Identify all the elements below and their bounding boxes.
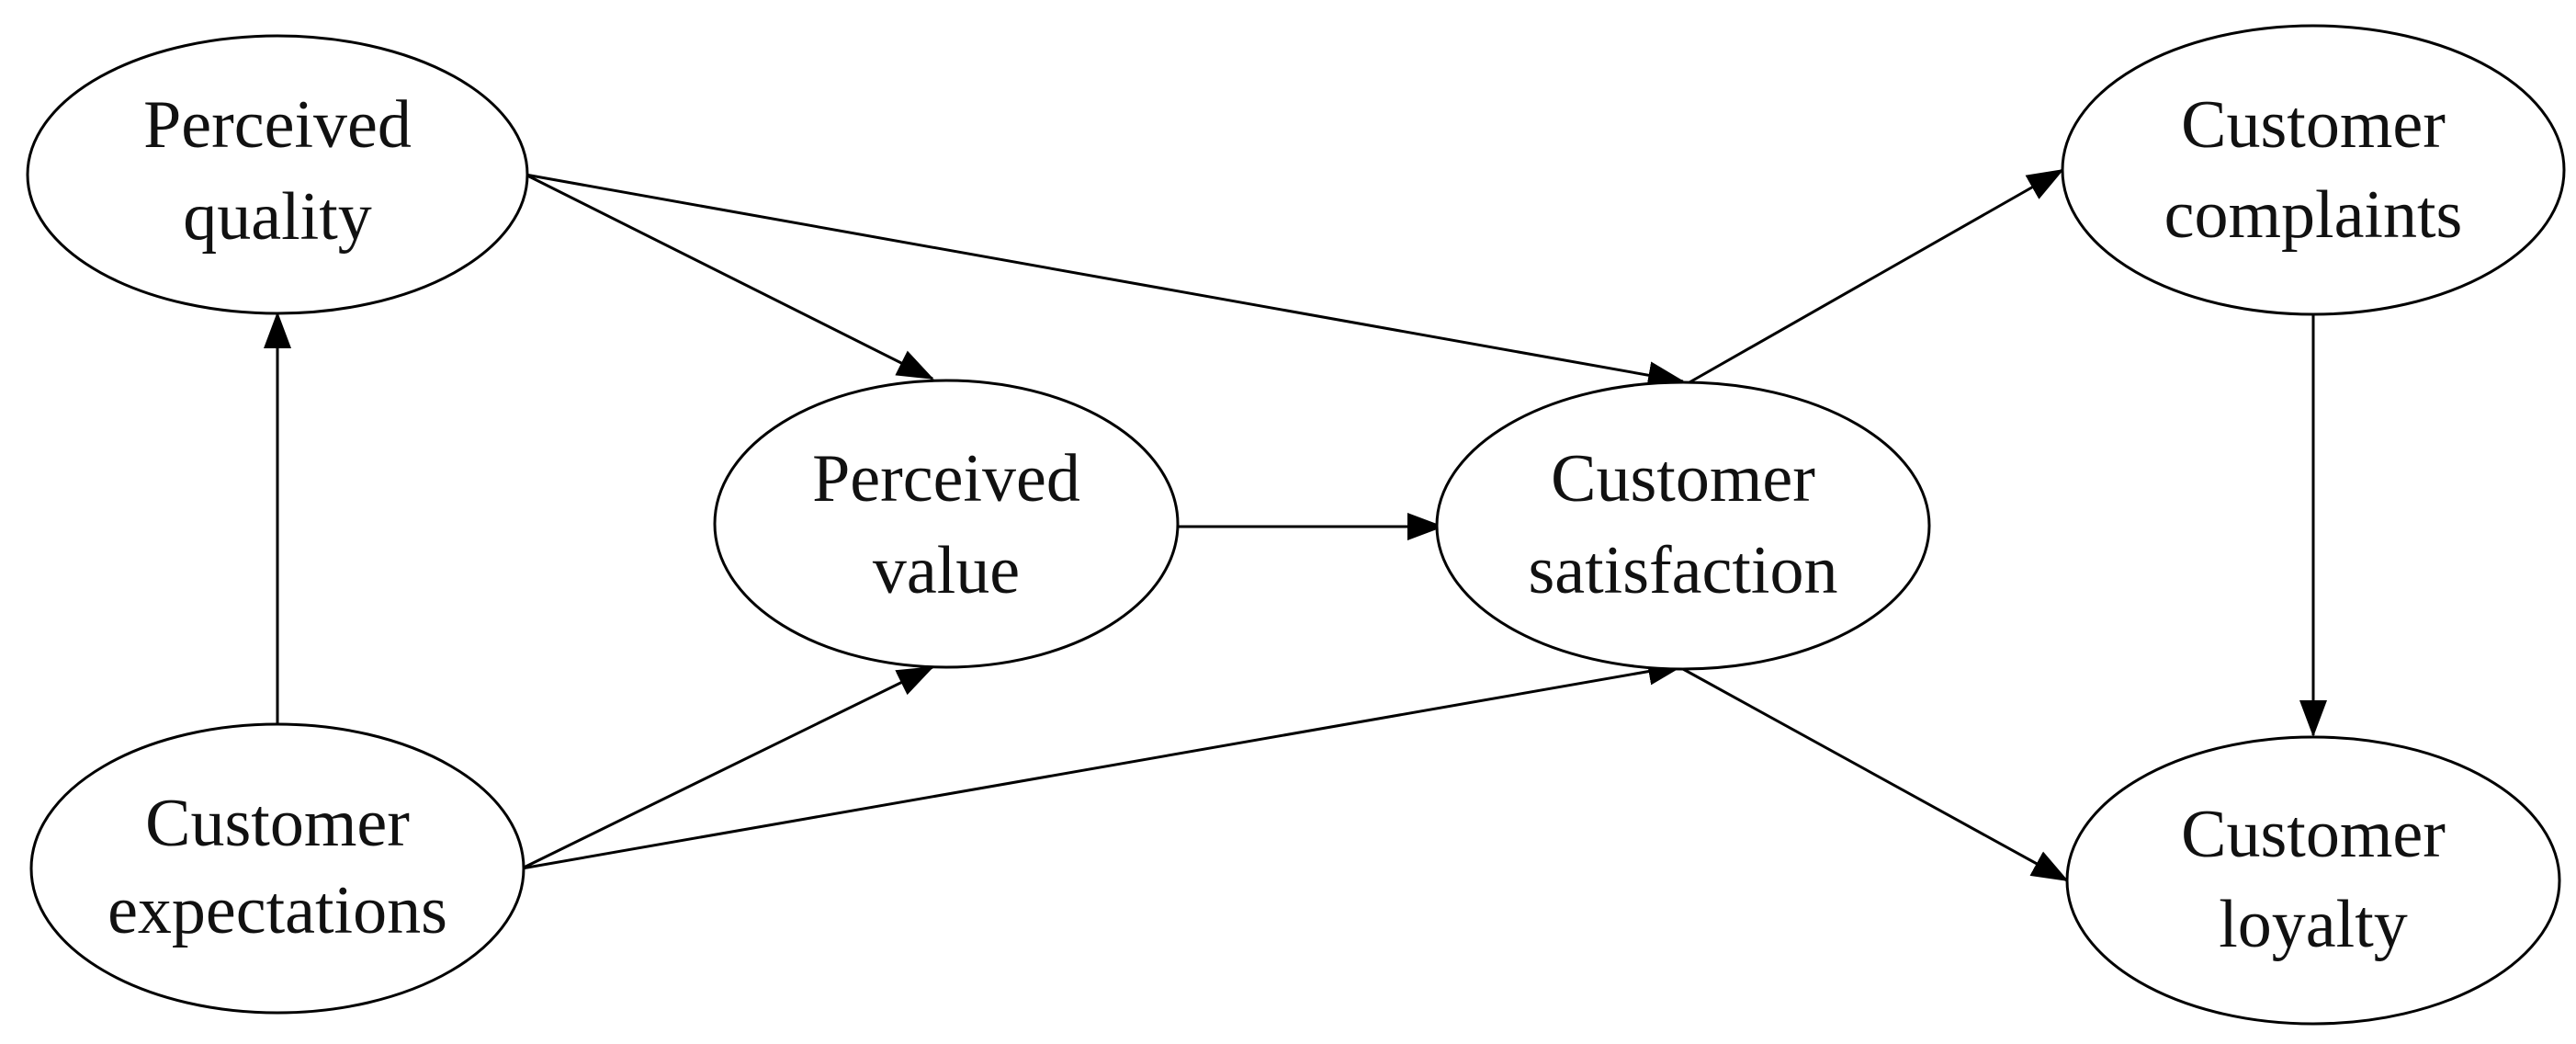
edge-satisfaction-to-loyalty [1682, 667, 2069, 882]
edge-satisfaction-to-complaints [1682, 168, 2064, 388]
node-perceived-quality-line1: Perceived [143, 87, 412, 163]
node-perceived-quality-ellipse [26, 34, 529, 315]
edge-expectations-to-value [521, 665, 934, 870]
node-customer-satisfaction-line2: satisfaction [1528, 533, 1837, 608]
edge-quality-to-satisfaction [525, 173, 1685, 390]
node-customer-loyalty: Customer loyalty [2065, 735, 2561, 1026]
node-customer-complaints-line1: Customer [2181, 87, 2446, 163]
edge-quality-to-value [525, 173, 934, 380]
node-customer-complaints-ellipse [2061, 24, 2566, 316]
edge-layer [264, 168, 2327, 882]
node-customer-complaints-line2: complaints [2164, 177, 2463, 253]
node-customer-expectations-line1: Customer [145, 786, 410, 861]
node-customer-loyalty-line1: Customer [2181, 797, 2446, 872]
edge-expectations-to-satisfaction [521, 657, 1685, 870]
node-customer-expectations: Customer expectations [29, 722, 525, 1015]
node-customer-complaints: Customer complaints [2061, 24, 2566, 316]
node-perceived-value-ellipse [713, 379, 1180, 669]
node-perceived-quality: Perceived quality [26, 34, 529, 315]
node-customer-satisfaction: Customer satisfaction [1435, 380, 1931, 671]
node-customer-expectations-line2: expectations [107, 873, 447, 948]
node-customer-loyalty-line2: loyalty [2219, 887, 2408, 962]
node-perceived-value-line2: value [873, 533, 1020, 608]
node-customer-loyalty-ellipse [2065, 735, 2561, 1026]
node-perceived-value: Perceived value [713, 379, 1180, 669]
node-customer-satisfaction-line1: Customer [1551, 441, 1815, 516]
node-customer-satisfaction-ellipse [1435, 380, 1931, 671]
node-customer-expectations-ellipse [29, 722, 525, 1015]
node-perceived-value-line1: Perceived [812, 441, 1080, 516]
node-perceived-quality-line2: quality [183, 179, 372, 255]
